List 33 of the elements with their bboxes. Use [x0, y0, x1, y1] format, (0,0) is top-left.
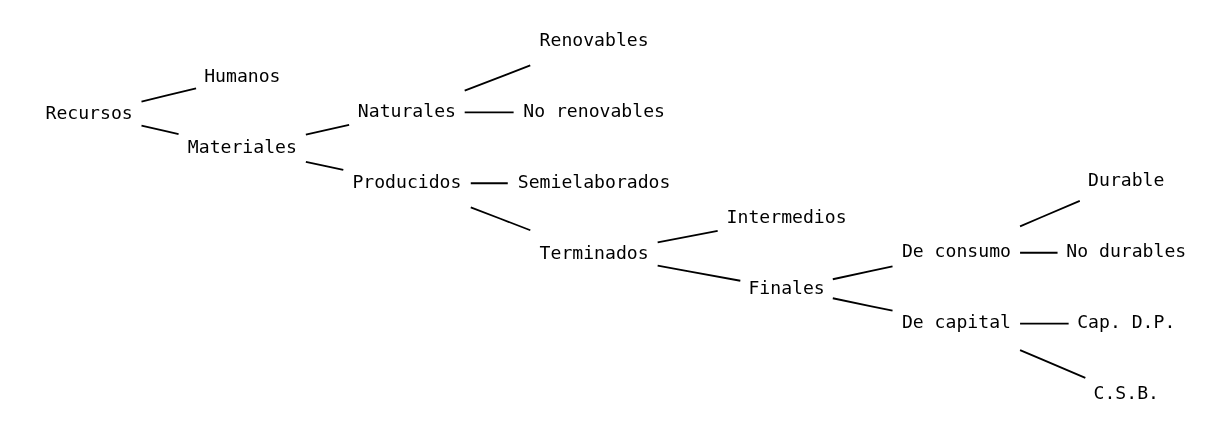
- node-text: Durable: [1087, 169, 1164, 191]
- connector: [463, 111, 515, 114]
- node-text: Terminados: [539, 241, 649, 263]
- connector: [831, 265, 893, 281]
- connector: [140, 124, 179, 136]
- connector: [656, 230, 719, 244]
- connector: [1018, 322, 1070, 325]
- node-text: Recursos: [45, 101, 133, 123]
- node-text: Renovables: [539, 29, 649, 51]
- connector: [1018, 251, 1058, 254]
- connector: [304, 161, 344, 171]
- connector: [304, 124, 350, 136]
- node-text: No renovables: [522, 100, 665, 121]
- connector: [1018, 200, 1081, 228]
- node-text: Semielaborados: [517, 170, 670, 192]
- connector: [469, 182, 509, 185]
- connector: [140, 87, 197, 103]
- node-text: Cap. D.P.: [1076, 311, 1175, 333]
- connector: [656, 264, 741, 282]
- node-text: De capital: [901, 311, 1011, 333]
- node-text: Intermedios: [726, 205, 847, 227]
- node-text: No durables: [1065, 240, 1186, 262]
- node-text: C.S.B.: [1093, 382, 1159, 404]
- node-text: Humanos: [203, 65, 281, 87]
- connector: [463, 64, 531, 92]
- node-text: Finales: [747, 276, 825, 298]
- connector: [1018, 349, 1086, 379]
- node-text: De consumo: [901, 240, 1011, 262]
- node-text: Naturales: [357, 100, 456, 121]
- connector: [831, 297, 893, 312]
- node-text: Producidos: [351, 170, 461, 192]
- node-text: Materiales: [187, 136, 297, 158]
- connector: [469, 206, 531, 232]
